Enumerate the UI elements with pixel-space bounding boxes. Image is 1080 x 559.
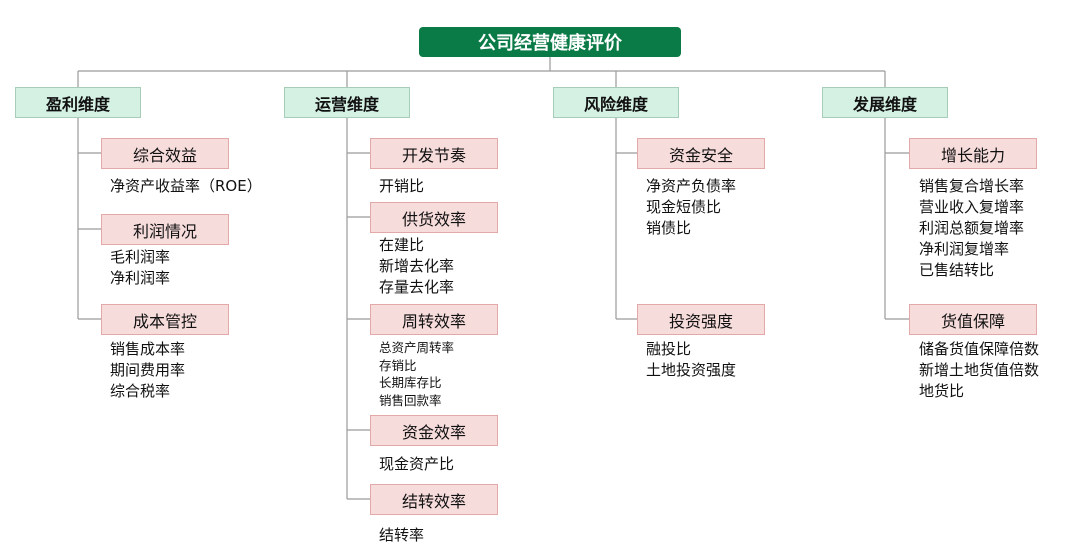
group-turnover-efficiency: 周转效率 xyxy=(370,304,498,335)
metric-item: 长期库存比 xyxy=(379,375,442,390)
metric-item: 利润总额复增率 xyxy=(919,219,1025,237)
metric-item: 新增去化率 xyxy=(379,257,455,275)
group-capital-efficiency: 资金效率 xyxy=(370,415,498,446)
metric-item: 存销比 xyxy=(379,357,417,373)
metric-item: 期间费用率 xyxy=(110,361,186,379)
metric-item: 净资产负债率 xyxy=(646,177,737,195)
metric-item: 总资产周转率 xyxy=(379,340,455,355)
dimension-development: 发展维度 xyxy=(822,87,948,118)
group-comprehensive-benefit: 综合效益 xyxy=(101,138,229,169)
metric-item: 销售回款率 xyxy=(379,392,442,408)
group-items: 销售成本率 期间费用率 综合税率 xyxy=(110,339,185,402)
metric-item: 新增土地货值倍数 xyxy=(919,361,1040,379)
metric-item: 地货比 xyxy=(919,382,965,400)
metric-item: 现金短债比 xyxy=(646,198,722,216)
metric-item: 现金资产比 xyxy=(379,455,455,473)
group-items: 现金资产比 xyxy=(379,454,454,475)
metric-item: 在建比 xyxy=(379,236,425,254)
dimension-profit: 盈利维度 xyxy=(15,87,141,118)
metric-item: 净利润复增率 xyxy=(919,240,1010,258)
metric-item: 综合税率 xyxy=(110,382,171,400)
group-items: 毛利润率 净利润率 xyxy=(110,247,170,289)
dimension-risk: 风险维度 xyxy=(553,87,679,118)
metric-item: 已售结转比 xyxy=(919,261,995,279)
metric-item: 净资产收益率（ROE） xyxy=(110,177,262,195)
group-items: 储备货值保障倍数 新增土地货值倍数 地货比 xyxy=(919,339,1039,402)
group-cost-control: 成本管控 xyxy=(101,304,229,335)
metric-item: 土地投资强度 xyxy=(646,361,737,379)
group-items: 在建比 新增去化率 存量去化率 xyxy=(379,235,454,298)
group-development-pace: 开发节奏 xyxy=(370,138,498,169)
group-items: 开销比 xyxy=(379,176,424,197)
metric-item: 存量去化率 xyxy=(379,278,455,296)
group-capital-safety: 资金安全 xyxy=(637,138,765,169)
metric-item: 销售复合增长率 xyxy=(919,177,1025,195)
group-profit-status: 利润情况 xyxy=(101,214,229,245)
group-items: 总资产周转率 存销比 长期库存比 销售回款率 xyxy=(379,339,454,409)
metric-item: 销售成本率 xyxy=(110,340,186,358)
group-items: 结转率 xyxy=(379,525,424,546)
root-node: 公司经营健康评价 xyxy=(419,27,681,57)
metric-item: 结转率 xyxy=(379,526,425,544)
metric-item: 储备货值保障倍数 xyxy=(919,340,1040,358)
metric-item: 融投比 xyxy=(646,340,692,358)
group-value-guarantee: 货值保障 xyxy=(909,304,1037,335)
metric-item: 净利润率 xyxy=(110,269,171,287)
group-supply-efficiency: 供货效率 xyxy=(370,202,498,233)
metric-item: 开销比 xyxy=(379,177,425,195)
group-growth-capability: 增长能力 xyxy=(909,138,1037,169)
metric-item: 营业收入复增率 xyxy=(919,198,1025,216)
metric-item: 销债比 xyxy=(646,219,692,237)
group-investment-intensity: 投资强度 xyxy=(637,304,765,335)
group-items: 融投比 土地投资强度 xyxy=(646,339,736,381)
group-items: 净资产负债率 现金短债比 销债比 xyxy=(646,176,736,239)
metric-item: 毛利润率 xyxy=(110,248,171,266)
group-items: 销售复合增长率 营业收入复增率 利润总额复增率 净利润复增率 已售结转比 xyxy=(919,176,1024,281)
group-items: 净资产收益率（ROE） xyxy=(110,176,262,197)
group-carryover-efficiency: 结转效率 xyxy=(370,484,498,515)
dimension-operation: 运营维度 xyxy=(284,87,410,118)
